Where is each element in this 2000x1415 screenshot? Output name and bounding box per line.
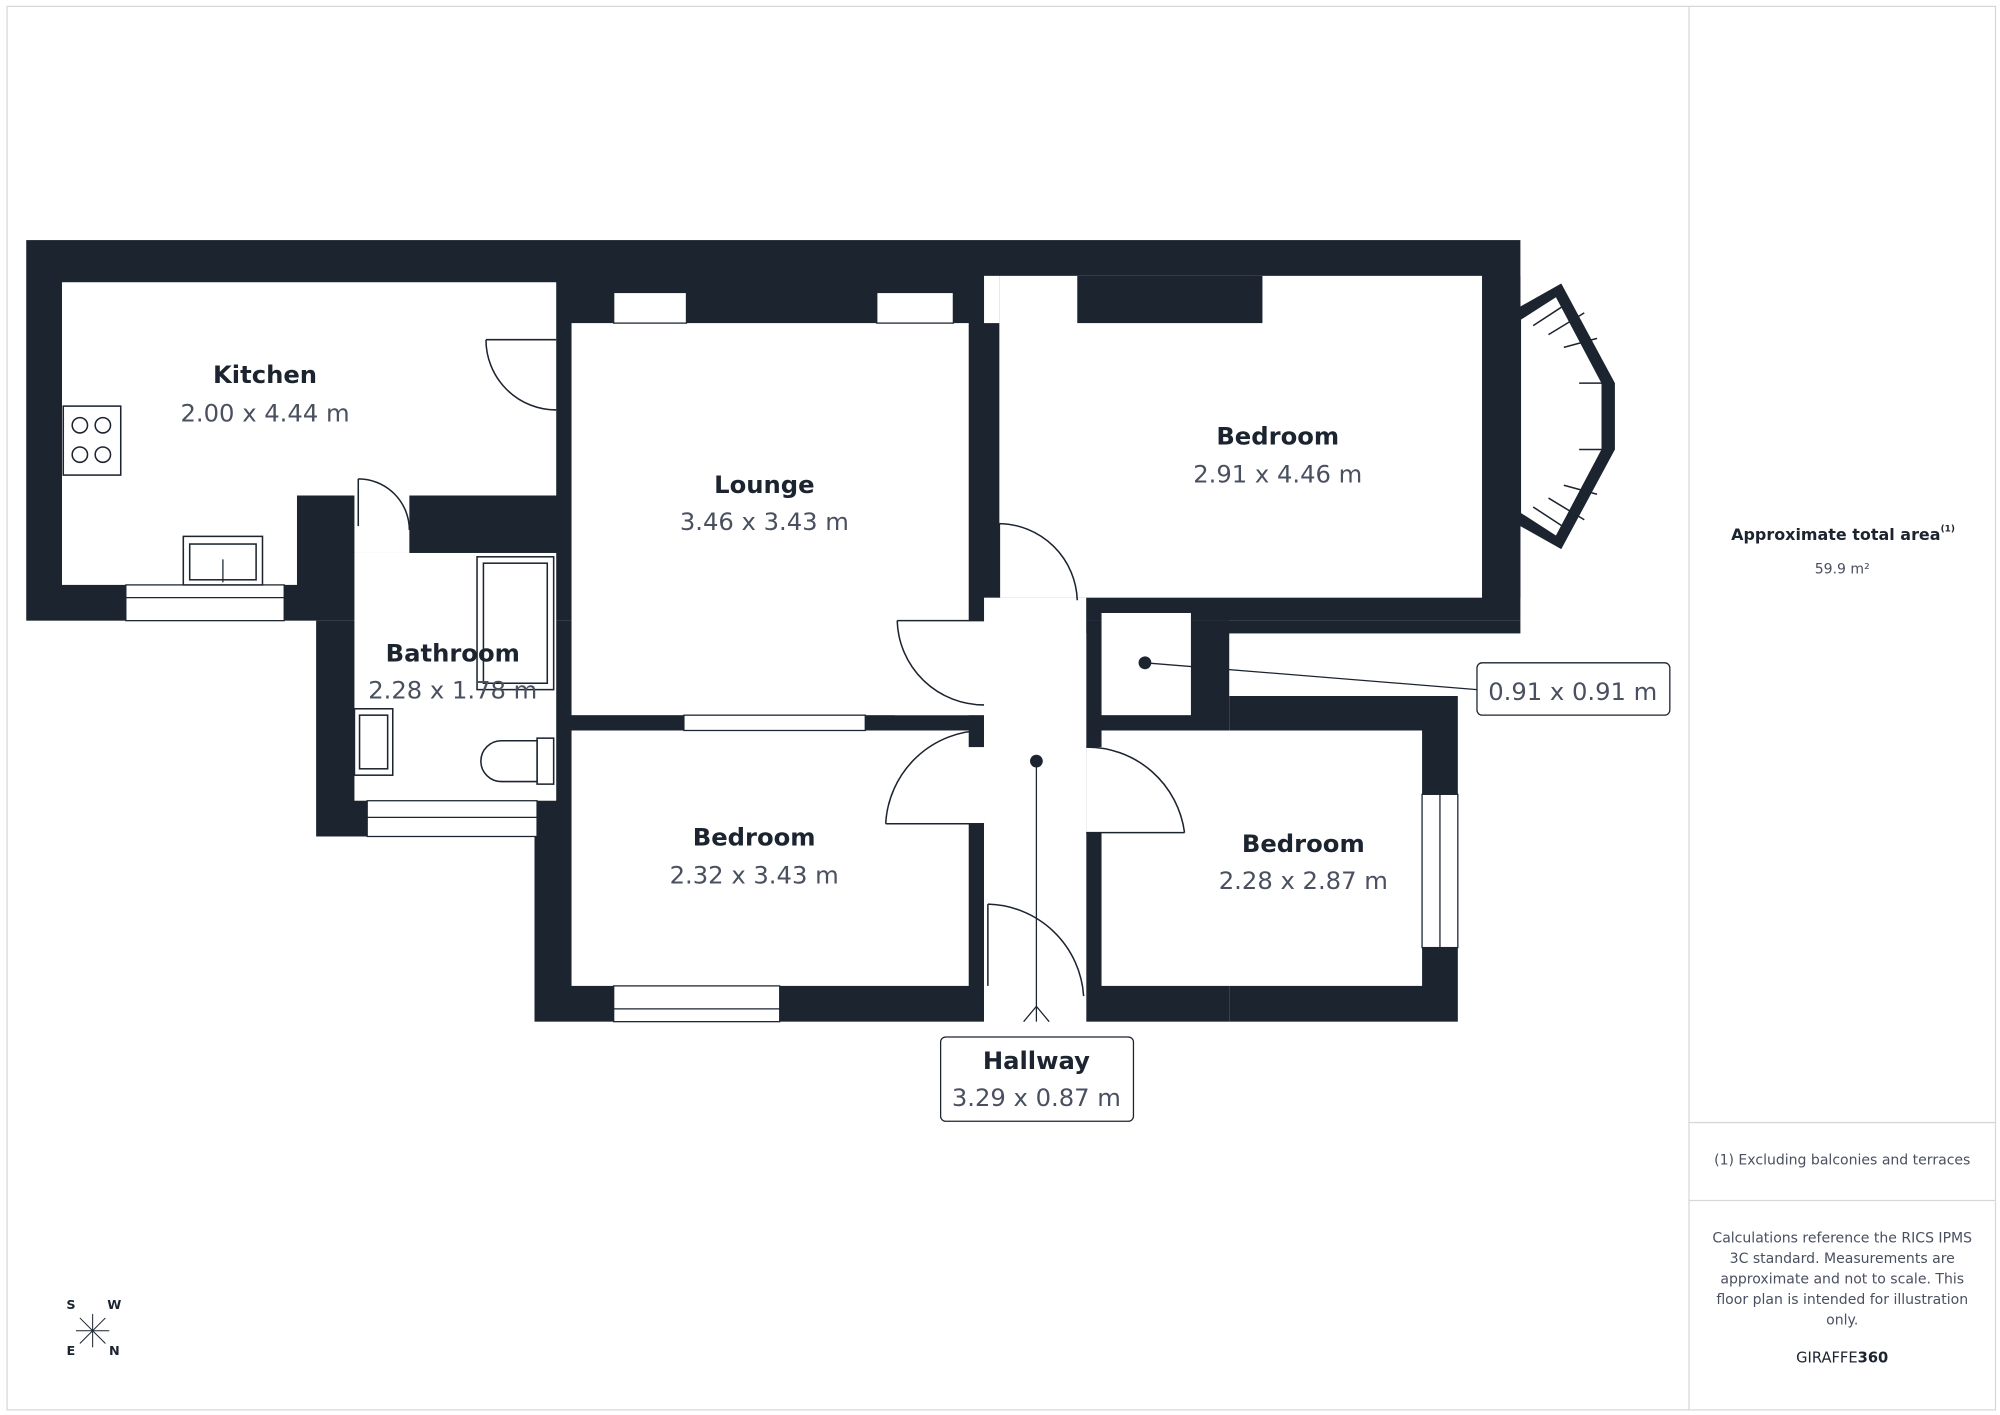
room-name: Lounge	[714, 470, 814, 499]
disclaimer-line: floor plan is intended for illustration	[1716, 1292, 1968, 1308]
room-bedroom-small: Bedroom 2.28 x 2.87 m	[1219, 829, 1388, 895]
room-dims: 2.28 x 2.87 m	[1219, 866, 1388, 895]
entrance-arrow-icon	[1023, 1005, 1050, 1023]
bathroom-window	[366, 800, 538, 838]
floor-plan	[26, 240, 1615, 1023]
compass-icon: S W E N	[66, 1298, 121, 1359]
bathtub-icon	[476, 556, 555, 691]
disclaimer-line: 3C standard. Measurements are	[1730, 1251, 1955, 1267]
room-dims: 3.29 x 0.87 m	[952, 1083, 1121, 1112]
hob-icon	[62, 405, 122, 476]
svg-text:W: W	[107, 1298, 121, 1313]
door-swings	[357, 338, 1186, 997]
room-dims: 2.28 x 1.78 m	[368, 676, 537, 705]
footnote-marker: (1)	[1941, 524, 1955, 534]
room-bathroom: Bathroom 2.28 x 1.78 m	[368, 639, 537, 705]
room-cupboard: 0.91 x 0.91 m	[1476, 662, 1671, 716]
svg-text:S: S	[66, 1298, 75, 1313]
hallway-point	[1030, 754, 1043, 768]
total-area-title: Approximate total area	[1731, 525, 1940, 544]
room-hallway: Hallway 3.29 x 0.87 m	[939, 1036, 1135, 1122]
disclaimer-line: approximate and not to scale. This	[1720, 1271, 1964, 1287]
bedroom-front-window	[613, 985, 781, 1023]
svg-text:N: N	[109, 1344, 120, 1359]
toilet-icon	[480, 737, 555, 785]
room-dims: 3.46 x 3.43 m	[680, 507, 849, 536]
room-dims: 2.91 x 4.46 m	[1193, 460, 1362, 489]
room-bedroom-front: Bedroom 2.32 x 3.43 m	[670, 822, 839, 889]
footnote: (1) Excluding balconies and terraces	[1714, 1153, 1970, 1169]
brand-logo: GIRAFFE360	[1796, 1350, 1888, 1367]
total-area-value: 59.9 m²	[1815, 561, 1870, 577]
room-dims: 0.91 x 0.91 m	[1488, 677, 1657, 706]
disclaimer-line: Calculations reference the RICS IPMS	[1712, 1231, 1972, 1247]
room-lounge: Lounge 3.46 x 3.43 m	[680, 470, 849, 536]
disclaimer-line: only.	[1826, 1312, 1858, 1328]
room-name: Bedroom	[1216, 421, 1339, 450]
room-name: Kitchen	[213, 360, 317, 389]
kitchen-window	[125, 584, 285, 622]
room-name: Hallway	[983, 1046, 1090, 1075]
room-kitchen: Kitchen 2.00 x 4.44 m	[180, 360, 349, 427]
room-name: Bedroom	[693, 822, 816, 851]
room-bedroom-main: Bedroom 2.91 x 4.46 m	[1193, 421, 1362, 488]
room-name: Bathroom	[386, 639, 520, 668]
room-dims: 2.00 x 4.44 m	[180, 398, 349, 427]
sink-icon	[182, 535, 264, 586]
room-name: Bedroom	[1242, 829, 1365, 858]
svg-text:E: E	[67, 1344, 76, 1359]
room-dims: 2.32 x 3.43 m	[670, 861, 839, 890]
basin-icon	[353, 708, 394, 776]
info-panel: Approximate total area (1) 59.9 m² (1) E…	[1688, 6, 1996, 1410]
